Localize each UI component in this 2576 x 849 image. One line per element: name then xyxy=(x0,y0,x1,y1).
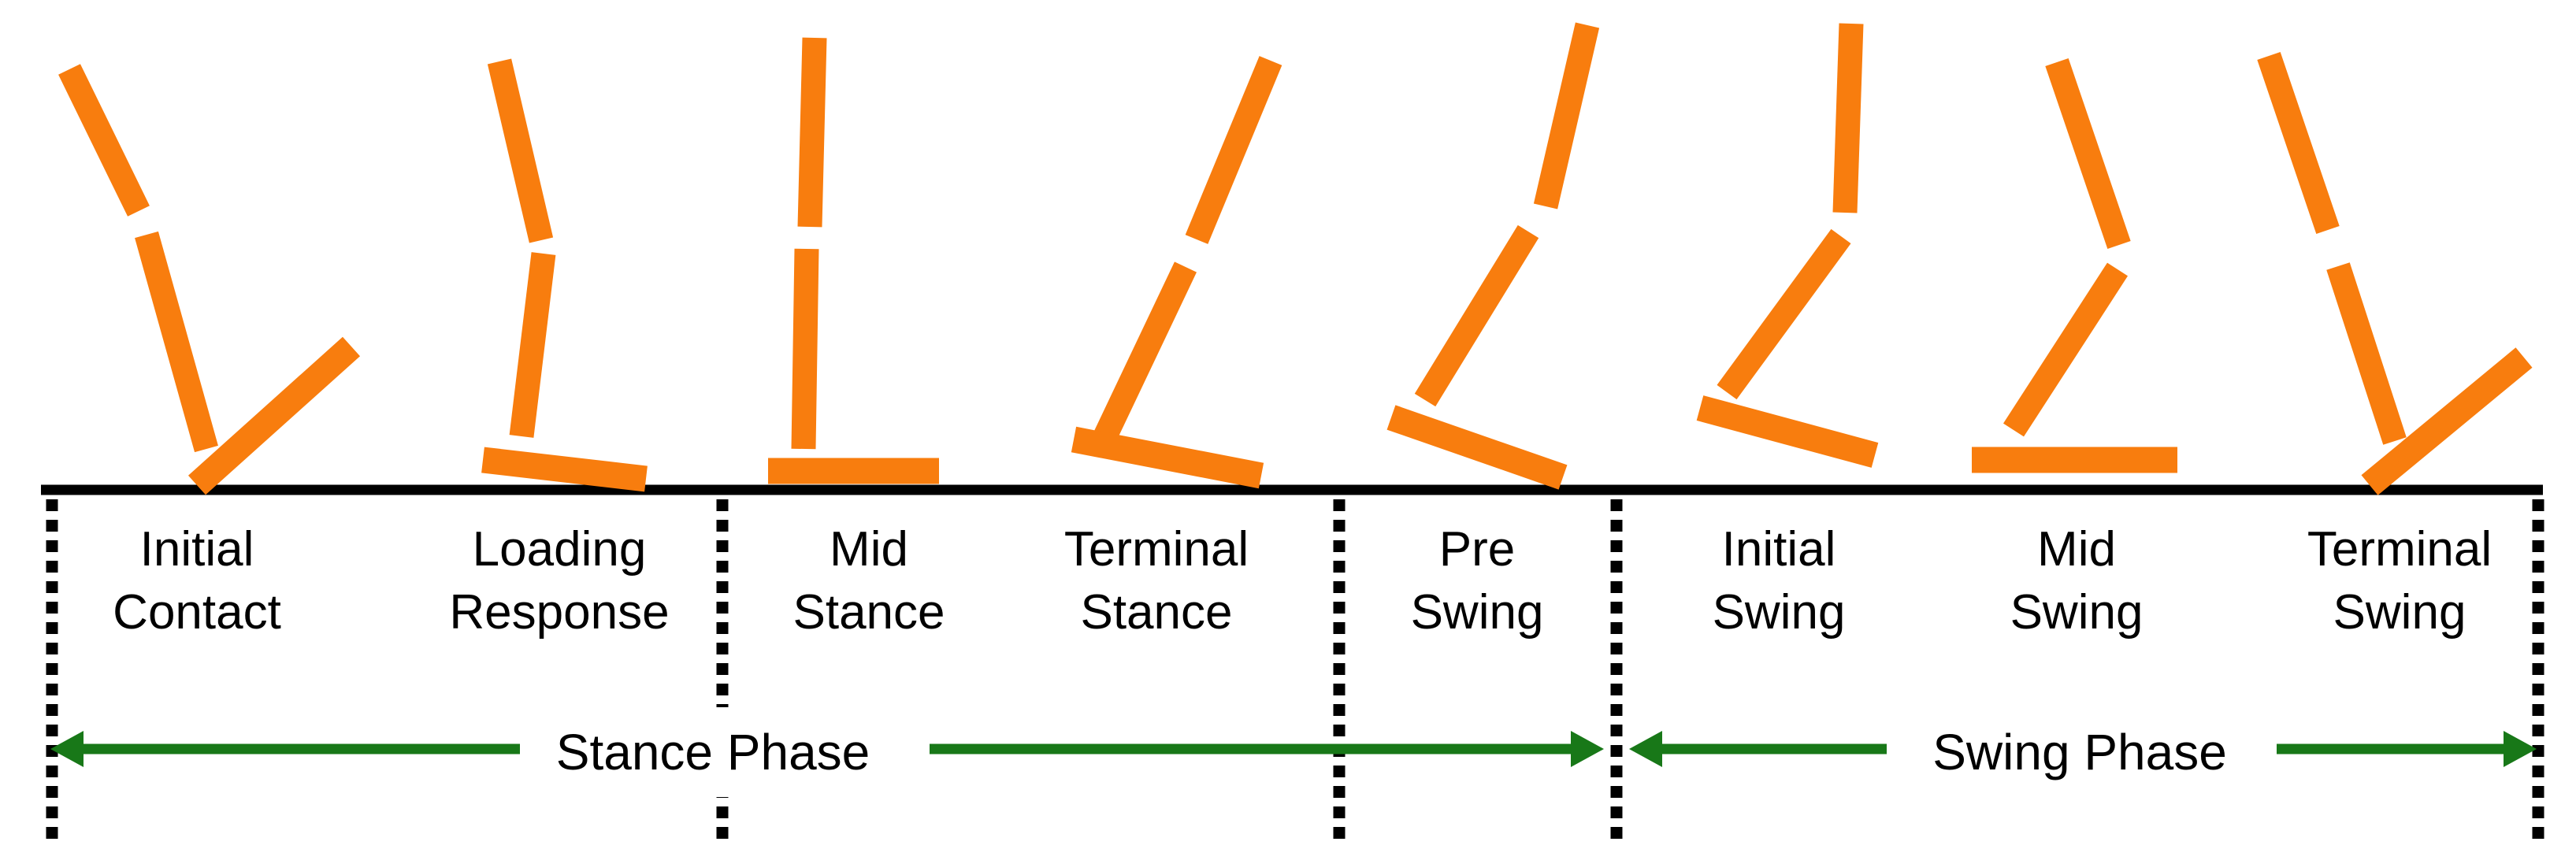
phase-label-initial-contact: Initial Contact xyxy=(113,518,281,644)
mid-swing-thigh-segment xyxy=(2045,58,2131,249)
loading-response-thigh-segment xyxy=(487,58,554,243)
phase-label-line: Terminal xyxy=(1063,522,1249,577)
swing-arrowhead-icon-1 xyxy=(2504,731,2537,767)
pre-swing-shank-segment xyxy=(1414,224,1539,407)
phase-label-line: Swing xyxy=(1410,585,1544,640)
phase-label-line: Initial xyxy=(1721,522,1836,577)
phase-label-line: Mid xyxy=(830,522,908,577)
phase-label-initial-swing: Initial Swing xyxy=(1713,518,1846,644)
phase-label-mid-stance: Mid Stance xyxy=(792,518,945,644)
terminal-swing-thigh-segment xyxy=(2257,52,2340,234)
pre-swing-foot-segment xyxy=(1386,405,1568,490)
phase-label-loading-response: Loading Response xyxy=(449,518,669,644)
phase-label-line: Loading xyxy=(472,522,647,577)
phase-label-pre-swing: Pre Swing xyxy=(1411,518,1544,644)
initial-swing-foot-segment xyxy=(1696,395,1879,468)
phase-label-line: Mid xyxy=(2037,522,2116,577)
terminal-stance-thigh-segment xyxy=(1185,56,1282,244)
swing-arrowhead-icon-0 xyxy=(1629,731,1662,767)
terminal-stance-shank-segment xyxy=(1091,261,1197,447)
initial-swing-shank-segment xyxy=(1717,228,1851,400)
phase-label-line: Pre xyxy=(1438,522,1516,577)
stance-arrowhead-icon-1 xyxy=(1571,731,1604,767)
phase-label-line: Swing xyxy=(2010,585,2144,640)
terminal-stance-foot-segment xyxy=(1071,426,1264,489)
mid-stance-thigh-segment xyxy=(797,37,827,228)
phase-label-line: Initial xyxy=(139,522,254,577)
stance-phase-label: Stance Phase xyxy=(541,707,885,797)
phase-label-terminal-swing: Terminal Swing xyxy=(2307,518,2492,644)
phase-label-line: Contact xyxy=(113,585,281,640)
stance-arrowhead-icon-0 xyxy=(50,731,84,767)
terminal-swing-shank-segment xyxy=(2326,262,2407,445)
terminal-swing-foot-segment xyxy=(2361,347,2533,495)
loading-response-foot-segment xyxy=(481,447,648,492)
phase-label-terminal-stance: Terminal Stance xyxy=(1064,518,1249,644)
initial-contact-foot-segment xyxy=(187,336,361,495)
loading-response-shank-segment xyxy=(509,252,556,438)
phase-label-line: Stance xyxy=(792,585,945,640)
swing-phase-label: Swing Phase xyxy=(1918,707,2241,797)
phase-label-line: Swing xyxy=(2333,585,2467,640)
mid-stance-shank-segment xyxy=(791,248,819,450)
pre-swing-thigh-segment xyxy=(1533,22,1600,209)
phase-label-line: Response xyxy=(449,585,670,640)
phase-label-line: Swing xyxy=(1712,585,1846,640)
initial-contact-thigh-segment xyxy=(58,64,150,217)
initial-contact-shank-segment xyxy=(135,231,218,453)
phase-label-line: Stance xyxy=(1080,585,1233,640)
mid-swing-shank-segment xyxy=(2003,262,2129,437)
phase-label-mid-swing: Mid Swing xyxy=(2010,518,2144,644)
initial-swing-thigh-segment xyxy=(1832,23,1864,213)
phase-label-line: Terminal xyxy=(2307,522,2492,577)
